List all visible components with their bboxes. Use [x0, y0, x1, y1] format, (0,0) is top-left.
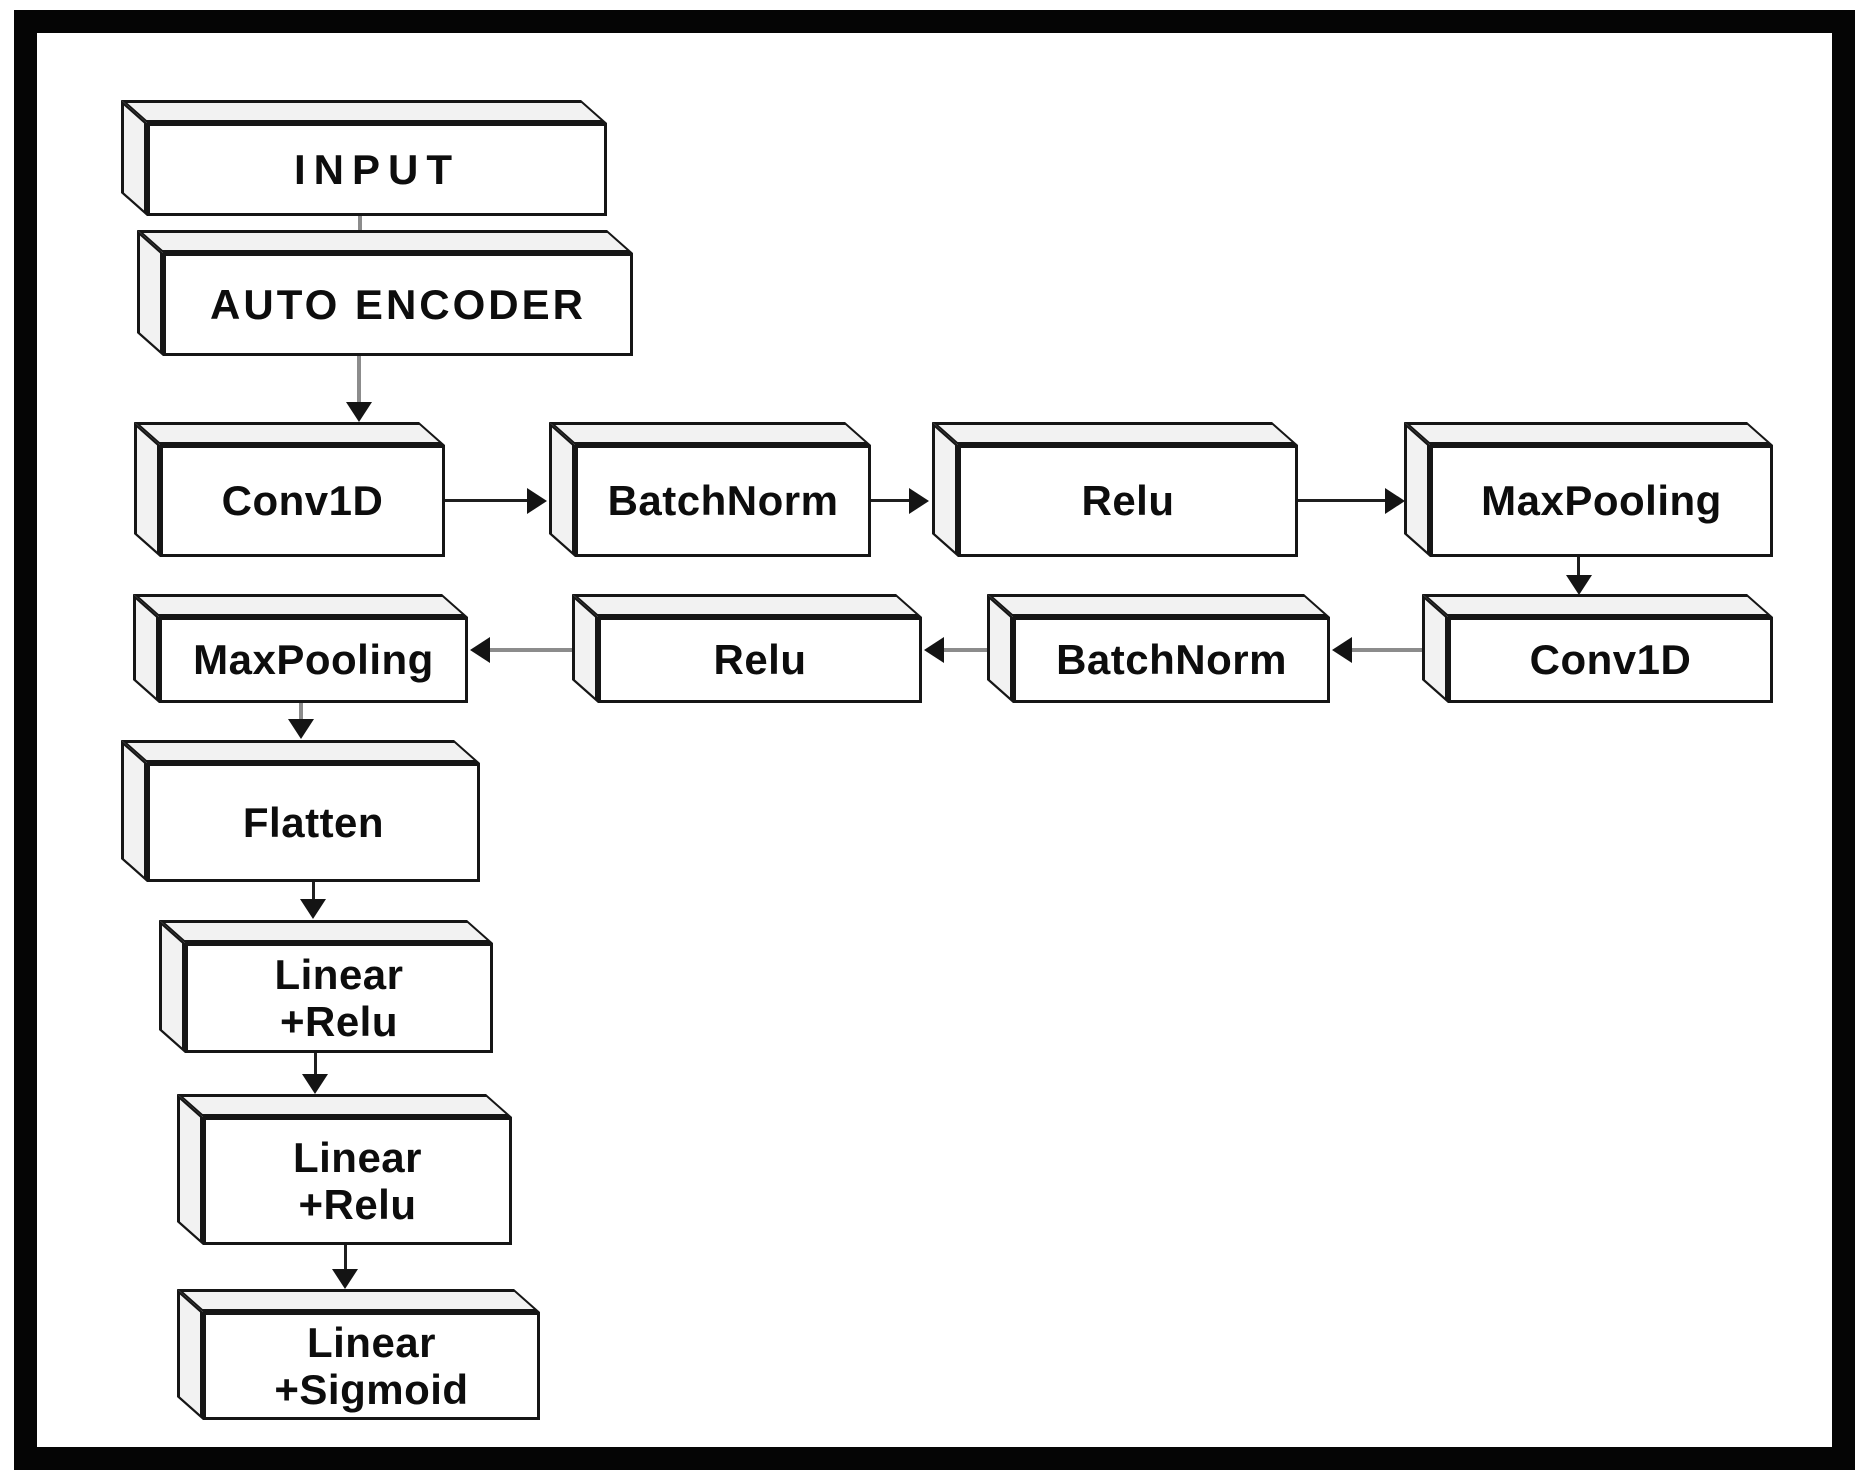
arrowhead-linear1-to-linear2	[302, 1074, 328, 1094]
node-label: Relu	[713, 636, 807, 684]
box-top-face	[134, 422, 445, 445]
node-label: Conv1D	[221, 477, 384, 525]
node-label: BatchNorm	[607, 477, 839, 525]
box-top-face	[177, 1289, 540, 1312]
box-front-face: MaxPooling	[1430, 445, 1773, 557]
box-front-face: MaxPooling	[159, 617, 468, 703]
box-left-face	[134, 421, 160, 557]
box-front-face: Conv1D	[160, 445, 445, 557]
node-linear-sigmoid: Linear +Sigmoid	[177, 1288, 540, 1420]
arrowhead-conv1d2-to-batchnorm2	[1332, 637, 1352, 663]
node-auto-encoder: AUTO ENCODER	[137, 229, 633, 356]
box-front-face: Linear +Relu	[185, 943, 493, 1053]
node-label: Linear +Relu	[274, 950, 404, 1045]
arrow-batchnorm2-to-relu2	[944, 648, 987, 652]
arrowhead-flatten-to-linear1	[300, 899, 326, 919]
node-label: Relu	[1081, 477, 1175, 525]
node-flatten: Flatten	[121, 739, 480, 882]
box-top-face	[159, 920, 493, 943]
box-left-face	[177, 1093, 203, 1245]
box-left-face	[159, 919, 185, 1053]
box-left-face	[932, 421, 958, 557]
box-front-face: Relu	[598, 617, 922, 703]
box-front-face: Linear +Relu	[203, 1117, 512, 1245]
arrowhead-linear2-to-sigmoid	[332, 1269, 358, 1289]
node-label: MaxPooling	[1481, 477, 1722, 525]
node-batchnorm-top: BatchNorm	[549, 421, 871, 557]
box-left-face	[121, 739, 147, 882]
box-top-face	[121, 740, 480, 763]
arrow-batchnorm-to-relu	[871, 499, 909, 502]
box-front-face: Flatten	[147, 763, 480, 882]
box-front-face: BatchNorm	[575, 445, 871, 557]
box-top-face	[1404, 422, 1773, 445]
box-front-face: INPUT	[147, 123, 607, 216]
box-top-face	[177, 1094, 512, 1117]
node-maxpooling-bottom: MaxPooling	[133, 593, 468, 703]
node-maxpooling-top: MaxPooling	[1404, 421, 1773, 557]
node-relu-bottom: Relu	[572, 593, 922, 703]
box-top-face	[137, 230, 633, 253]
arrow-conv1d-to-batchnorm	[445, 499, 527, 502]
node-label: BatchNorm	[1056, 636, 1287, 684]
arrowhead-conv1d-to-batchnorm	[527, 488, 547, 514]
box-top-face	[987, 594, 1330, 617]
arrow-conv1d2-to-batchnorm2	[1352, 648, 1425, 652]
node-input: INPUT	[121, 99, 607, 216]
box-front-face: AUTO ENCODER	[163, 253, 633, 356]
box-top-face	[133, 594, 468, 617]
node-batchnorm-bottom: BatchNorm	[987, 593, 1330, 703]
node-label: Flatten	[242, 798, 385, 846]
node-label: INPUT	[294, 145, 460, 193]
arrow-autoencoder-to-conv1d	[357, 356, 361, 403]
box-top-face	[121, 100, 607, 123]
node-label: Linear +Sigmoid	[274, 1318, 469, 1413]
node-linear-relu-2: Linear +Relu	[177, 1093, 512, 1245]
box-front-face: BatchNorm	[1013, 617, 1330, 703]
arrow-linear1-to-linear2	[314, 1053, 317, 1075]
node-conv1d-top: Conv1D	[134, 421, 445, 557]
arrowhead-relu2-to-maxpooling2	[470, 637, 490, 663]
box-left-face	[137, 229, 163, 356]
arrow-input-to-autoencoder	[358, 216, 362, 234]
box-left-face	[549, 421, 575, 557]
box-front-face: Linear +Sigmoid	[203, 1312, 540, 1420]
box-front-face: Relu	[958, 445, 1298, 557]
arrowhead-maxpooling-to-conv1d	[1566, 575, 1592, 595]
box-top-face	[572, 594, 922, 617]
node-conv1d-bottom: Conv1D	[1422, 593, 1773, 703]
arrowhead-relu-to-maxpooling	[1385, 488, 1405, 514]
arrowhead-batchnorm-to-relu	[909, 488, 929, 514]
node-label: AUTO ENCODER	[210, 280, 586, 328]
node-linear-relu-1: Linear +Relu	[159, 919, 493, 1053]
node-label: Linear +Relu	[292, 1133, 423, 1228]
arrow-flatten-to-linear1	[312, 882, 315, 900]
box-top-face	[932, 422, 1298, 445]
arrowhead-batchnorm2-to-relu2	[924, 637, 944, 663]
node-label: Conv1D	[1529, 636, 1692, 684]
arrow-relu-to-maxpooling	[1298, 499, 1385, 502]
box-left-face	[1404, 421, 1430, 557]
box-top-face	[1422, 594, 1773, 617]
node-relu-top: Relu	[932, 421, 1298, 557]
arrow-maxpooling2-to-flatten	[299, 703, 303, 721]
arrow-linear2-to-sigmoid	[344, 1245, 347, 1270]
node-label: MaxPooling	[193, 636, 434, 684]
box-left-face	[177, 1288, 203, 1420]
arrow-relu2-to-maxpooling2	[490, 648, 572, 652]
arrow-maxpooling-to-conv1d	[1577, 557, 1580, 576]
box-top-face	[549, 422, 871, 445]
arrowhead-autoencoder-to-conv1d	[346, 402, 372, 422]
arrowhead-maxpooling2-to-flatten	[288, 719, 314, 739]
box-front-face: Conv1D	[1448, 617, 1773, 703]
